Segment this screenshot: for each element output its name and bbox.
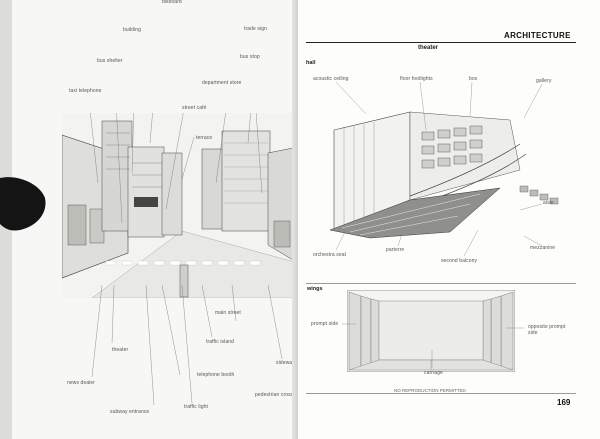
street-illustration bbox=[62, 113, 298, 298]
label-gallery: gallery bbox=[536, 78, 552, 84]
label-prompt-side: prompt side bbox=[311, 321, 339, 327]
label-bus-shelter: bus shelter bbox=[97, 58, 123, 64]
label-trade-sign: trade sign bbox=[244, 26, 267, 32]
label-acoustic-ceiling: acoustic ceiling bbox=[313, 76, 349, 82]
label-mezzanine: mezzanine bbox=[530, 245, 556, 251]
label-street-cafe: street café bbox=[182, 105, 207, 111]
label-carriage: carriage bbox=[424, 370, 443, 376]
wings-rule bbox=[306, 283, 576, 284]
wings-leader-lines bbox=[342, 323, 524, 368]
label-footlights: floor footlights bbox=[400, 76, 433, 82]
label-billboard: billboard bbox=[162, 0, 182, 5]
label-building: building bbox=[123, 27, 142, 33]
street-leader-lines bbox=[91, 285, 283, 406]
section-header: ARCHITECTURE bbox=[504, 31, 571, 40]
hall-leader-lines bbox=[335, 81, 543, 257]
label-main-street: main street bbox=[215, 310, 241, 316]
label-box: box bbox=[469, 76, 478, 82]
label-pedestrian-crossing: pedestrian crossing bbox=[255, 392, 301, 398]
footer-notice: NO REPRODUCTION PERMITTED bbox=[394, 388, 466, 393]
label-traffic-island: traffic island bbox=[206, 339, 234, 345]
label-sidewalk: sidewalk bbox=[276, 360, 296, 366]
label-parterre: parterre bbox=[386, 247, 405, 253]
label-second-balcony: second balcony bbox=[441, 258, 478, 264]
wings-illustration bbox=[347, 290, 515, 372]
label-orchestra-seat: orchestra seat bbox=[313, 252, 347, 258]
label-opposite-prompt-side: opposite prompt side bbox=[528, 324, 566, 336]
label-subway-entrance: subway entrance bbox=[110, 409, 150, 415]
label-bus-stop: bus stop bbox=[240, 54, 260, 60]
thumb-shape bbox=[0, 177, 46, 231]
label-traffic-light: traffic light bbox=[184, 404, 208, 410]
label-telephone-booth: telephone booth bbox=[197, 372, 235, 378]
label-theater: theater bbox=[112, 347, 129, 353]
page-number: 169 bbox=[557, 398, 571, 407]
hall-illustration bbox=[330, 111, 559, 239]
label-taxi-telephone: taxi telephone bbox=[69, 88, 102, 94]
header-rule bbox=[306, 42, 576, 43]
label-news-dealer: news dealer bbox=[67, 380, 96, 386]
label-department-store: department store bbox=[202, 80, 242, 86]
label-aisle: aisle bbox=[543, 200, 554, 206]
plate-title: theater bbox=[418, 45, 439, 51]
wings-subtitle: wings bbox=[307, 286, 323, 292]
hall-subtitle: hall bbox=[306, 60, 316, 66]
label-terrace: terrace bbox=[196, 135, 213, 141]
footer-rule bbox=[306, 393, 576, 394]
